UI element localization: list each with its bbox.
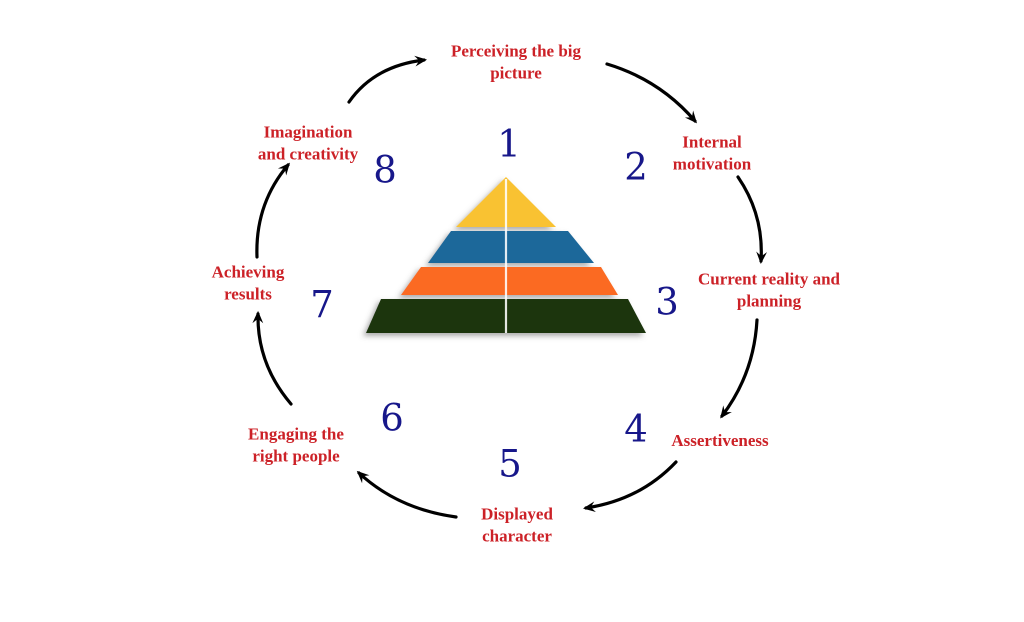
arrow-4-to-5 [582, 460, 678, 512]
arrow-7-to-8 [255, 162, 290, 259]
label-line: and creativity [257, 144, 359, 163]
pyramid [366, 177, 646, 333]
arrow-3-to-4 [720, 318, 759, 419]
pyramid-level-2 [428, 231, 594, 263]
label-line: motivation [672, 154, 752, 173]
label-current-reality-and-planning: Current reality and planning [698, 268, 840, 312]
step-number-8: 8 [373, 148, 397, 192]
label-line: Engaging the [248, 424, 344, 444]
step-number-3: 3 [655, 280, 679, 324]
cycle-arrows [252, 55, 767, 519]
label-line: Current reality and [698, 269, 840, 289]
label-line: Assertiveness [671, 431, 769, 451]
arrow-6-to-7 [252, 310, 293, 406]
step-number-5: 5 [498, 442, 522, 486]
step-number-2: 2 [624, 145, 648, 189]
pyramid-level-3 [401, 267, 618, 295]
label-line: Displayed [481, 504, 553, 524]
label-line: Achieving [211, 262, 285, 282]
step-number-1: 1 [497, 122, 521, 166]
label-line: Internal [682, 132, 742, 152]
label-line: results [224, 284, 272, 303]
step-number-7: 7 [310, 283, 334, 327]
arrow-8-to-1 [347, 55, 428, 104]
label-achieving-results: Achieving results [212, 261, 285, 305]
label-assertiveness: Assertiveness [671, 430, 768, 452]
label-line: planning [736, 291, 802, 310]
label-line: Perceiving the big [451, 41, 581, 61]
label-perceiving-the-big-picture: Perceiving the big picture [451, 40, 581, 84]
label-line: right people [252, 446, 340, 465]
label-displayed-character: Displayed character [481, 503, 553, 547]
label-line: picture [490, 63, 542, 82]
label-line: Imagination [263, 122, 353, 142]
label-internal-motivation: Internal motivation [673, 131, 751, 175]
arrow-5-to-6 [356, 470, 458, 519]
label-engaging-the-right-people: Engaging the right people [248, 423, 344, 467]
step-number-4: 4 [624, 407, 648, 451]
arrow-1-to-2 [605, 62, 697, 124]
label-imagination-and-creativity: Imagination and creativity [258, 121, 358, 165]
arrow-2-to-3 [736, 175, 767, 265]
label-line: character [482, 526, 552, 545]
step-number-6: 6 [380, 396, 404, 440]
